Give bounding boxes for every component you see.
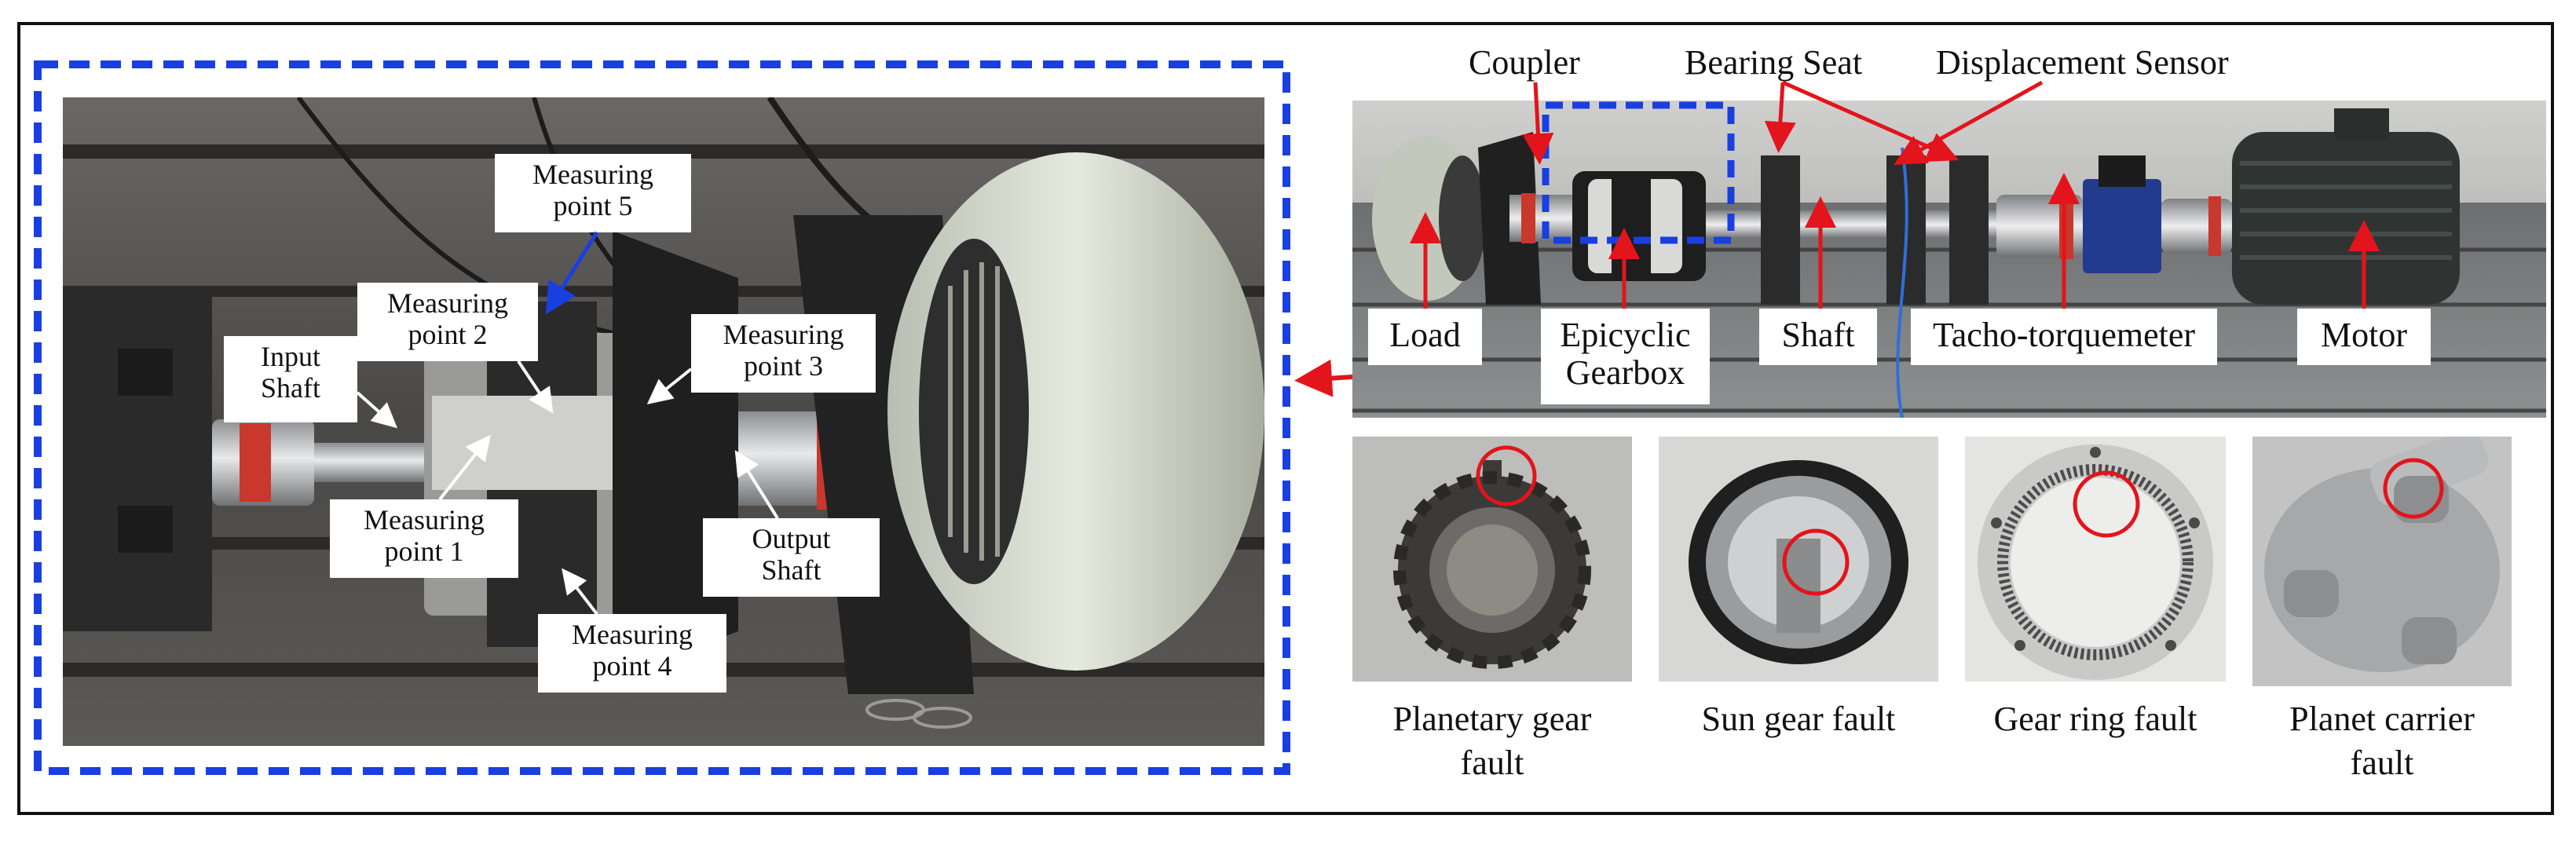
fault-circle-carrier [2383, 458, 2444, 519]
measuring-point-1-label: Measuring point 1 [330, 499, 518, 578]
load-label: Load [1368, 309, 1482, 365]
planetary-gear-photo [1352, 437, 1632, 682]
gear-ring-fault-caption: Gear ring fault [1993, 700, 2197, 738]
measuring-point-4-label: Measuring point 4 [538, 614, 726, 693]
gear-ring-photo [1965, 437, 2226, 682]
motor-label: Motor [2297, 309, 2431, 365]
sun-gear-drawing [1689, 460, 1908, 664]
gear-ring-drawing [1978, 444, 2213, 680]
epicyclic-gearbox-label: Epicyclic Gearbox [1541, 309, 1710, 404]
displacement-sensor-label: Displacement Sensor [1936, 43, 2229, 82]
input-shaft-label: Input Shaft [224, 336, 357, 422]
planet-carrier-fault-caption: Planet carrier fault [2289, 700, 2475, 782]
tacho-torquemeter-label: Tacho-torquemeter [1911, 309, 2217, 365]
measuring-point-3-label: Measuring point 3 [691, 314, 876, 393]
measuring-point-5-label: Measuring point 5 [495, 154, 691, 232]
planetary-gear-drawing [1393, 445, 1591, 669]
sun-gear-fault-caption: Sun gear fault [1701, 700, 1896, 738]
bearing-seat-label: Bearing Seat [1685, 43, 1863, 82]
test-rig-photo [1352, 101, 2546, 418]
shaft-label: Shaft [1759, 309, 1877, 365]
fault-circle-planetary [1476, 445, 1537, 506]
fault-circle-sun [1782, 528, 1850, 596]
sun-gear-photo [1659, 437, 1938, 682]
test-rig-drawing [1352, 101, 2546, 418]
coupler-label: Coupler [1469, 43, 1580, 82]
planet-carrier-drawing [2264, 437, 2500, 672]
figure-frame [17, 22, 2554, 815]
planetary-gear-fault-caption: Planetary gear fault [1392, 700, 1592, 782]
fault-circle-ring [2073, 470, 2140, 538]
output-shaft-label: Output Shaft [703, 518, 880, 597]
planet-carrier-photo [2252, 437, 2512, 686]
measuring-point-2-label: Measuring point 2 [357, 283, 538, 361]
